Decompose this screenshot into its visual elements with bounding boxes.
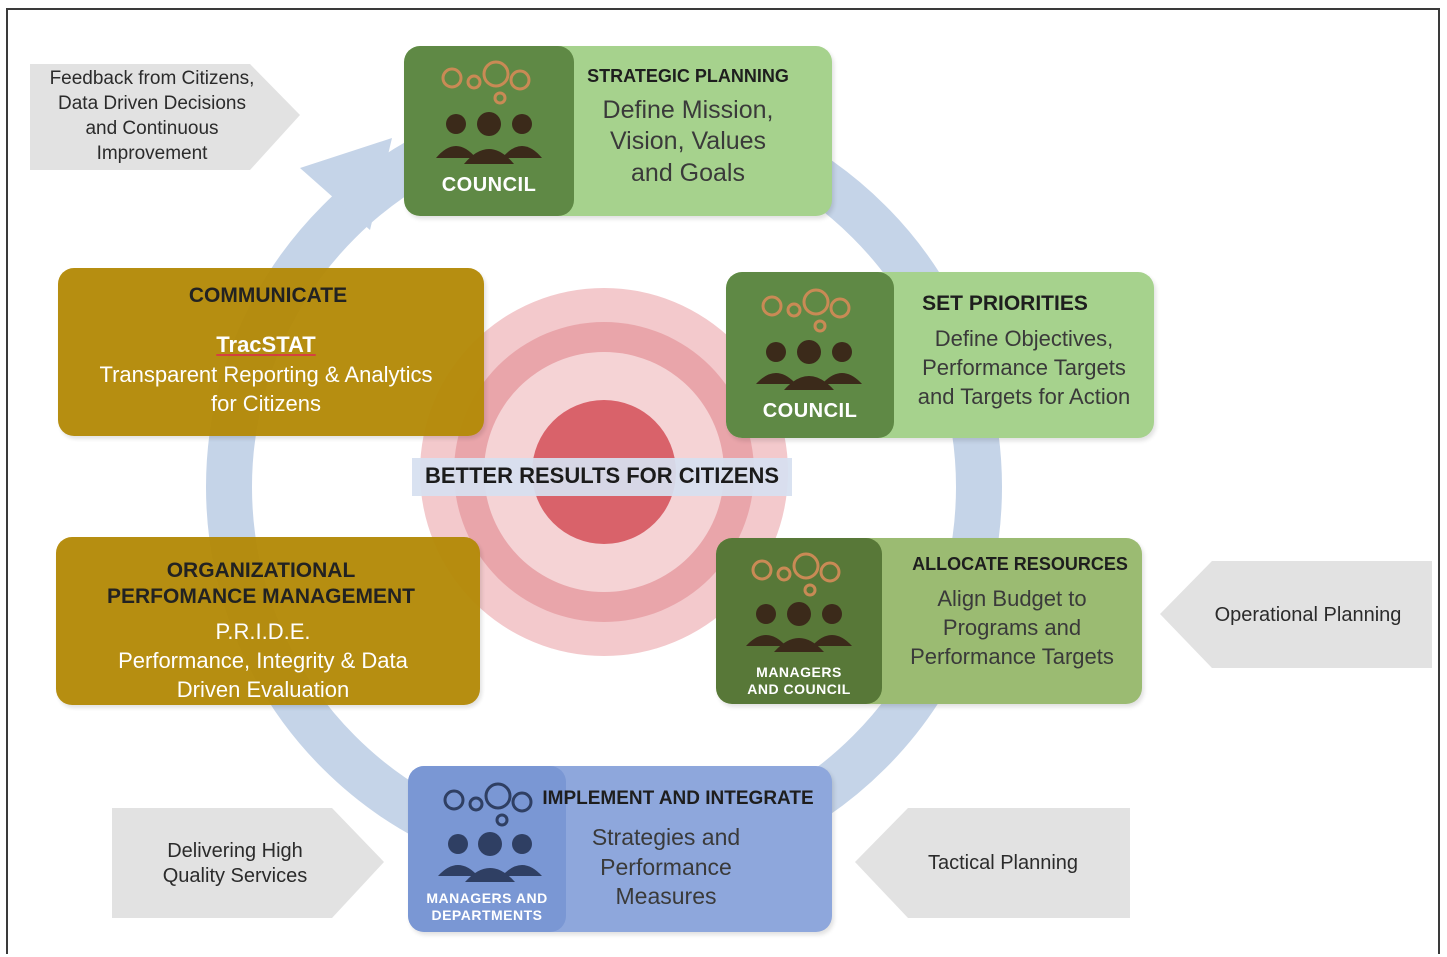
feedback-arrow-shape	[30, 64, 300, 170]
delivering-arrow-shape	[112, 808, 384, 918]
feedback-line3: and Continuous	[85, 118, 219, 139]
implement-integrate-box: MANAGERS AND DEPARTMENTS IMPLEMENT AND I…	[408, 766, 832, 932]
delivering-line2: Quality Services	[162, 865, 308, 887]
strategic-role: COUNCIL	[441, 174, 537, 196]
strategic-line1: Define Mission,	[602, 96, 774, 124]
allocate-title: ALLOCATE RESOURCES	[912, 554, 1128, 574]
allocate-role-line1: MANAGERS	[756, 664, 842, 680]
strategic-icon-panel: COUNCIL	[404, 46, 574, 216]
allocate-line3: Performance Targets	[910, 644, 1114, 669]
feedback-line1: Feedback from Citizens,	[49, 68, 255, 89]
implement-title: IMPLEMENT AND INTEGRATE	[542, 788, 814, 809]
communicate-line2: for Citizens	[210, 391, 322, 416]
operational-planning-label: Operational Planning	[1214, 604, 1402, 626]
implement-gears-people-icon	[438, 782, 542, 882]
tactical-planning-label: Tactical Planning	[927, 852, 1079, 874]
priorities-title: SET PRIORITIES	[922, 292, 1088, 315]
center-label: BETTER RESULTS FOR CITIZENS	[424, 463, 780, 488]
operational-arrow-shape	[1160, 561, 1432, 668]
opm-line3: Driven Evaluation	[176, 677, 350, 702]
delivering-line1: Delivering High	[167, 840, 303, 862]
priorities-line1: Define Objectives,	[934, 326, 1114, 351]
center-label-box	[412, 458, 792, 496]
priorities-gears-people-icon	[756, 288, 862, 390]
communicate-line1: Transparent Reporting & Analytics	[99, 362, 433, 387]
allocate-resources-box: MANAGERS AND COUNCIL ALLOCATE RESOURCES …	[716, 538, 1142, 704]
allocate-line1: Align Budget to	[937, 586, 1087, 611]
communicate-box: COMMUNICATE TracSTAT Transparent Reporti…	[58, 268, 484, 436]
implement-icon-panel: MANAGERS AND DEPARTMENTS	[408, 766, 566, 932]
allocate-role-line2: AND COUNCIL	[747, 681, 851, 697]
cycle-arrowhead	[300, 138, 392, 230]
opm-title-line1: ORGANIZATIONAL	[166, 559, 356, 582]
strategic-line2: Vision, Values	[609, 127, 767, 155]
strategic-gears-people-icon	[436, 60, 542, 164]
set-priorities-box: COUNCIL SET PRIORITIES Define Objectives…	[726, 272, 1154, 438]
implement-role-line1: MANAGERS AND	[426, 890, 548, 906]
strategic-title: STRATEGIC PLANNING	[587, 66, 789, 86]
priorities-line2: Performance Targets	[922, 355, 1126, 380]
implement-line1: Strategies and	[591, 824, 741, 850]
frame-border	[6, 8, 1440, 954]
communicate-title: COMMUNICATE	[188, 284, 348, 307]
feedback-line2: Data Driven Decisions	[58, 93, 246, 114]
strategic-planning-box: COUNCIL STRATEGIC PLANNING Define Missio…	[404, 46, 832, 216]
org-performance-box: ORGANIZATIONAL PERFOMANCE MANAGEMENT P.R…	[56, 537, 480, 705]
tactical-arrow-shape	[855, 808, 1130, 918]
implement-role-line2: DEPARTMENTS	[431, 907, 543, 923]
implement-line2: Performance	[600, 854, 732, 880]
opm-line2: Performance, Integrity & Data	[118, 648, 408, 673]
opm-title-line2: PERFOMANCE MANAGEMENT	[107, 585, 415, 608]
strategic-line3: and Goals	[631, 159, 745, 187]
allocate-line2: Programs and	[942, 615, 1082, 640]
opm-line1: P.R.I.D.E.	[215, 619, 311, 644]
allocate-icon-panel: MANAGERS AND COUNCIL	[716, 538, 882, 704]
priorities-icon-panel: COUNCIL	[726, 272, 894, 438]
communicate-subtitle: TracSTAT	[216, 332, 316, 357]
implement-line3: Measures	[615, 883, 717, 909]
allocate-gears-people-icon	[746, 552, 852, 652]
priorities-line3: and Targets for Action	[917, 384, 1131, 409]
feedback-line4: Improvement	[96, 143, 208, 164]
priorities-role: COUNCIL	[762, 400, 858, 422]
